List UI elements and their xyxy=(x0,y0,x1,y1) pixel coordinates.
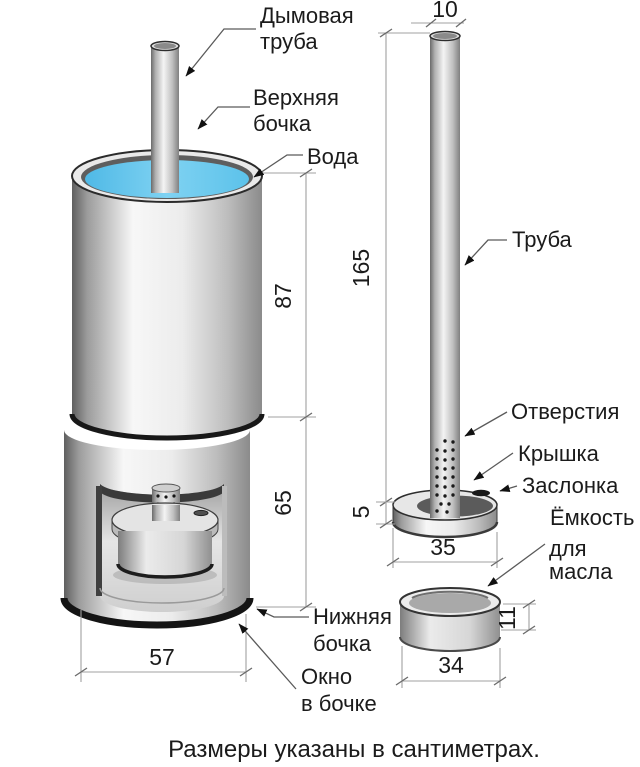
dim-lid-height: 5 xyxy=(348,506,374,519)
label-lower-barrel-line2: бочка xyxy=(313,631,372,656)
label-pipe: Труба xyxy=(512,227,573,252)
text-labels: Дымовая труба Верхняя бочка Вода Труба О… xyxy=(168,3,634,763)
barrel-joint-band xyxy=(69,413,265,441)
dim-pipe-length: 165 xyxy=(348,249,374,287)
upper-barrel xyxy=(72,176,262,438)
chimney-pipe xyxy=(151,45,179,193)
oil-bowl xyxy=(399,587,501,652)
caption-units: Размеры указаны в сантиметрах. xyxy=(168,736,540,763)
leader-window xyxy=(238,623,297,690)
leader-water xyxy=(253,154,303,178)
label-chimney-line1: Дымовая xyxy=(260,3,354,28)
leader-upper-barrel xyxy=(197,106,250,130)
label-damper: Заслонка xyxy=(522,473,619,498)
label-chimney-line2: труба xyxy=(260,29,318,54)
leader-pipe xyxy=(464,239,507,266)
label-lower-barrel-line1: Нижняя xyxy=(313,604,392,629)
damper-opening xyxy=(472,489,490,497)
leader-lower-barrel xyxy=(256,608,309,618)
window-top-shadow xyxy=(100,484,224,503)
burner-stub-through-lid xyxy=(152,505,180,521)
dim-barrel-diameter: 57 xyxy=(149,644,175,670)
label-oil-container-line2: для xyxy=(549,536,587,561)
leader-oil-container xyxy=(487,543,546,587)
label-oil-container-line1: Ёмкость xyxy=(550,505,634,530)
dimensions-right: 10 165 5 35 11 34 xyxy=(348,0,536,688)
lower-barrel-bottom-rim xyxy=(60,597,254,629)
pipe-holes xyxy=(435,439,455,514)
leader-damper xyxy=(499,484,518,492)
dim-pipe-diameter: 10 xyxy=(432,0,458,22)
leader-chimney xyxy=(185,28,256,77)
dim-container-height: 11 xyxy=(494,606,520,630)
label-lid: Крышка xyxy=(518,441,600,466)
label-window-line2: в бочке xyxy=(301,691,377,716)
bowl-inner-wall xyxy=(411,590,489,599)
label-upper-barrel-line1: Верхняя xyxy=(253,85,339,110)
dim-container-diameter: 34 xyxy=(438,652,464,678)
burner-pipe-opening xyxy=(433,33,457,39)
interior-floor-line xyxy=(99,587,225,604)
chimney-pipe-opening xyxy=(154,43,176,49)
label-water: Вода xyxy=(307,144,359,169)
dim-lower-barrel-height: 65 xyxy=(270,490,296,516)
pipe-assembly xyxy=(391,30,501,652)
label-upper-barrel-line2: бочка xyxy=(253,111,312,136)
label-oil-container-line3: масла xyxy=(549,559,613,584)
dim-lid-diameter: 35 xyxy=(430,534,456,560)
dimensions-left: 87 65 57 xyxy=(74,168,316,682)
window-left-edge xyxy=(96,486,102,596)
lid-fill-hole xyxy=(193,509,209,517)
leader-lines xyxy=(185,28,546,690)
burner-pipe xyxy=(430,34,460,518)
dim-upper-barrel-height: 87 xyxy=(270,283,296,309)
label-window-line1: Окно xyxy=(301,664,352,689)
leader-holes xyxy=(464,411,508,437)
leader-lid xyxy=(473,452,514,481)
inner-oil-container xyxy=(111,502,219,579)
window-right-edge xyxy=(222,486,227,596)
label-holes: Отверстия xyxy=(511,399,619,424)
stove-assembled xyxy=(60,40,265,629)
